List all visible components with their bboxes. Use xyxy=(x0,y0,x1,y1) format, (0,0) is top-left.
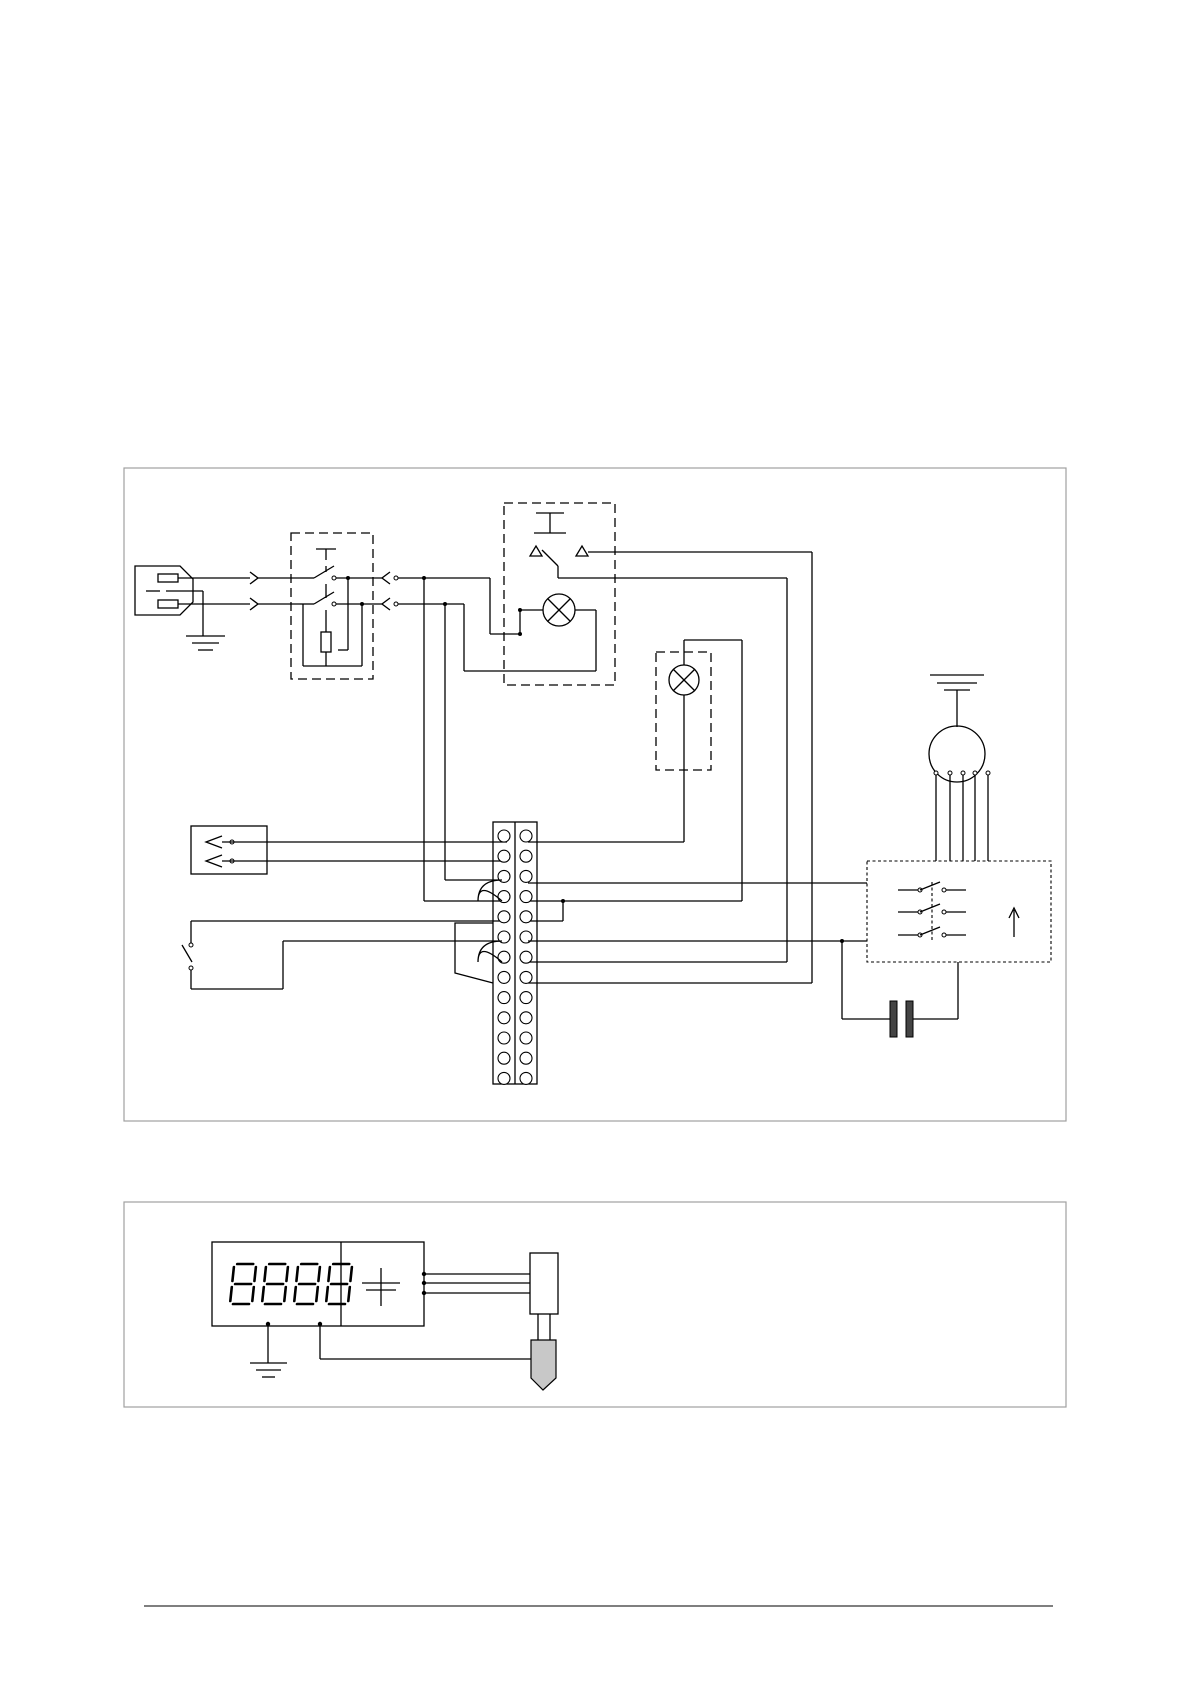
sensor-housing xyxy=(422,1253,558,1340)
controller-unit xyxy=(212,1242,424,1326)
display-digit-3 xyxy=(294,1264,320,1304)
terminal-right-4 xyxy=(520,891,532,903)
motor-lead-node-2 xyxy=(948,771,952,775)
connector-plug-icon xyxy=(382,572,490,610)
terminal-right-12 xyxy=(520,1052,532,1064)
controller-panel xyxy=(124,1202,1066,1407)
terminal-left-5 xyxy=(498,911,510,923)
terminal-left-12 xyxy=(498,1052,510,1064)
display-digit-2 xyxy=(262,1264,288,1304)
indicator-lamp-icon xyxy=(464,578,596,671)
terminal-left-4 xyxy=(498,891,510,903)
terminal-right-11 xyxy=(520,1032,532,1044)
motor-lead-node-5 xyxy=(986,771,990,775)
speed-selector-switch xyxy=(528,861,1051,962)
power-supply-icon xyxy=(362,1268,400,1306)
wire-bus xyxy=(424,552,812,983)
terminal-left-1 xyxy=(498,830,510,842)
terminal-left-13 xyxy=(498,1072,510,1084)
power-inlet-connector xyxy=(135,566,250,636)
temperature-probe-icon xyxy=(318,1322,556,1390)
wiring-diagram-panel xyxy=(124,468,1066,1121)
motor-lead-node-4 xyxy=(973,771,977,775)
fan-motor-icon xyxy=(929,675,990,861)
wiring-diagram-frame xyxy=(124,468,1066,1121)
display-digit-4 xyxy=(326,1264,352,1304)
display-digit-1 xyxy=(230,1264,256,1304)
terminal-left-10 xyxy=(498,1012,510,1024)
motor-lead-node-1 xyxy=(934,771,938,775)
terminal-left-2 xyxy=(498,850,510,862)
terminal-right-13 xyxy=(520,1072,532,1084)
motor-lead-node-3 xyxy=(961,771,965,775)
main-switch-relay xyxy=(291,533,382,679)
connector-plug-icon xyxy=(250,572,300,610)
pilot-lamp-icon xyxy=(528,640,742,901)
seven-segment-display xyxy=(230,1264,352,1304)
terminal-right-9 xyxy=(520,992,532,1004)
terminal-right-8 xyxy=(520,971,532,983)
terminal-right-10 xyxy=(520,1012,532,1024)
terminal-right-3 xyxy=(520,870,532,882)
terminal-right-2 xyxy=(520,850,532,862)
terminal-left-8 xyxy=(498,971,510,983)
terminal-right-1 xyxy=(520,830,532,842)
terminal-right-7 xyxy=(520,951,532,963)
terminal-left-9 xyxy=(498,992,510,1004)
terminal-right-5 xyxy=(520,911,532,923)
earth-ground-icon xyxy=(250,1322,287,1377)
earth-ground-icon xyxy=(186,636,225,650)
door-switch xyxy=(191,826,507,874)
limit-switch xyxy=(182,921,507,989)
terminal-left-7 xyxy=(498,951,510,963)
push-button-switch xyxy=(504,503,812,685)
motor-capacitor-icon xyxy=(842,941,958,1037)
terminal-left-11 xyxy=(498,1032,510,1044)
